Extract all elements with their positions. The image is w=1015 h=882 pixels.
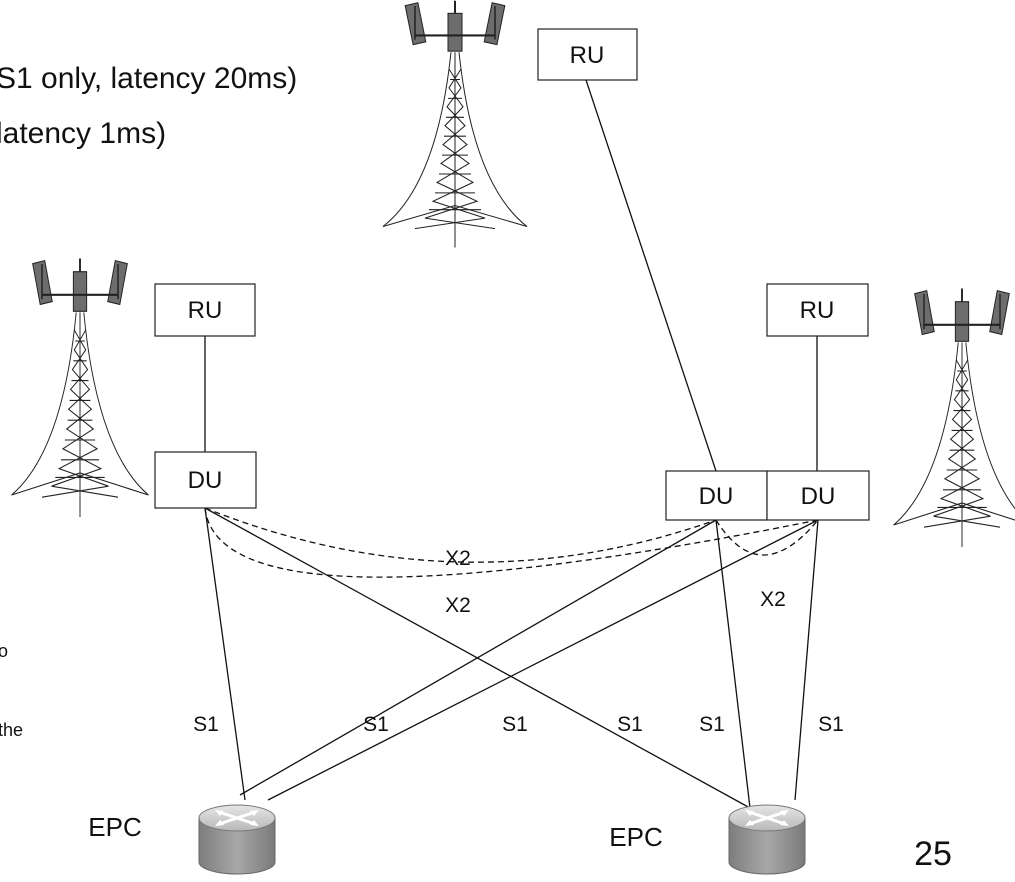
- ru-box-right: [766, 283, 869, 337]
- x2-label: X2: [445, 594, 471, 617]
- side-text-line-1: o: [0, 641, 8, 661]
- side-text-line-2: the: [0, 720, 23, 740]
- s1-label: S1: [502, 713, 528, 736]
- cell-tower-icon: [892, 287, 1015, 549]
- ru-label-left: RU: [188, 297, 223, 324]
- s1-label: S1: [193, 713, 219, 736]
- x2-label: X2: [760, 588, 786, 611]
- ru-label-top: RU: [570, 42, 605, 69]
- du-label-right-b: DU: [801, 483, 836, 510]
- s1-label: S1: [363, 713, 389, 736]
- du-box-right-a: [665, 470, 768, 521]
- epc-label-right: EPC: [609, 822, 662, 852]
- x2-links: [204, 507, 819, 578]
- s1-label: S1: [617, 713, 643, 736]
- du-label-right-a: DU: [699, 483, 734, 510]
- header-line-2: latency 1ms): [0, 117, 166, 150]
- ru-box-left: [154, 283, 256, 337]
- cell-tower-icon: [381, 0, 529, 249]
- x2-label: X2: [445, 547, 471, 570]
- ru-label-right: RU: [800, 297, 835, 324]
- s1-label: S1: [818, 713, 844, 736]
- router-icon: [197, 803, 277, 876]
- s1-links: [204, 507, 819, 809]
- du-box-right-b: [766, 470, 870, 521]
- cell-tower-icon: [10, 257, 150, 519]
- epc-label-left: EPC: [88, 812, 141, 842]
- router-icon: [727, 803, 807, 876]
- page-number: 25: [914, 835, 952, 873]
- header-line-1: S1 only, latency 20ms): [0, 62, 297, 95]
- s1-label: S1: [699, 713, 725, 736]
- du-label-left: DU: [188, 467, 223, 494]
- ru-box-top: [537, 28, 638, 81]
- du-box-left: [154, 451, 257, 509]
- ru-du-link-top: [585, 79, 717, 472]
